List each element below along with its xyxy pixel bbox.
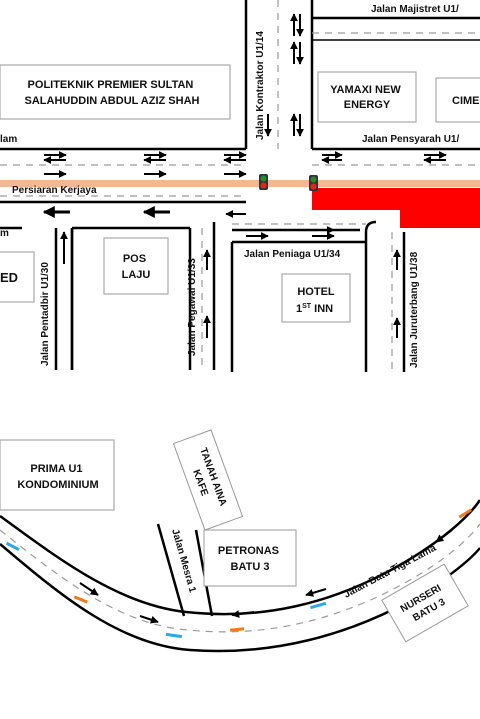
svg-text:Jalan Peniaga U1/34: Jalan Peniaga U1/34 [244,249,341,260]
highlighted-block [312,188,480,210]
svg-text:Jalan Pegawai U1/33: Jalan Pegawai U1/33 [187,258,198,356]
traffic-light-left [259,174,268,190]
highlighted-block-step [400,210,480,228]
svg-text:Jalan Majistret U1/: Jalan Majistret U1/ [371,4,459,15]
prima-u1-building [0,439,115,511]
svg-text:Jalan Mesra 1: Jalan Mesra 1 [169,528,198,595]
hotel-block: HOTEL 1ST INN Jalan Peniaga U1/34 [230,220,377,372]
svg-text:Jalan Pensyarah U1/: Jalan Pensyarah U1/ [362,134,459,145]
tanah-aina-kafe-building: TANAH AINA KAFE [172,429,244,531]
svg-text:1ST INN: 1ST INN [296,303,333,315]
svg-text:m: m [0,228,9,239]
marker-orange [229,627,245,632]
highlighted-route [0,180,480,187]
svg-text:POLITEKNIK PREMIER SULTAN: POLITEKNIK PREMIER SULTAN SALAHUDDIN ABD… [25,79,200,107]
lane-arrows [42,151,447,218]
marker-orange [73,595,88,604]
traffic-light-right [309,175,318,191]
nurseri-building: NURSERI BATU 3 [381,563,469,643]
persiaran-kerjaya-road [0,147,480,228]
cime-building [435,77,480,123]
svg-text:POS LAJU: POS LAJU [122,253,151,281]
svg-text:HOTEL: HOTEL [297,286,335,298]
svg-text:CIME: CIME [452,95,480,107]
marker-blue [5,541,20,552]
svg-text:PRIMA U1 KONDOMINIUM: PRIMA U1 KONDOMINIUM [17,463,98,491]
marker-blue [165,632,183,639]
marker-orange [458,508,472,519]
marker-blue [310,601,327,610]
pos-laju-block: POS LAJU [70,226,192,370]
svg-text:PETRONAS BATU 3: PETRONAS BATU 3 [218,545,282,573]
jalan-pentadbir-road: Jalan Pentadbir U1/30 [40,228,74,370]
svg-text:YAMAXI NEW ENERGY: YAMAXI NEW ENERGY [330,84,404,111]
svg-text:Jalan Pentadbir U1/30: Jalan Pentadbir U1/30 [40,262,51,366]
politeknik-building [0,64,231,120]
ed-block: ED [0,226,35,303]
jalan-juruterbang-road: Jalan Juruterbang U1/38 [391,232,420,372]
petronas-building [203,529,297,587]
yamaxi-building [317,71,417,123]
svg-text:ED: ED [0,270,18,285]
jalan-pegawai-road: Jalan Pegawai U1/33 [187,222,216,370]
svg-text:Jalan Juruterbang U1/38: Jalan Juruterbang U1/38 [409,251,420,368]
svg-text:lam: lam [0,134,17,145]
svg-text:Persiaran Kerjaya: Persiaran Kerjaya [12,185,97,196]
svg-text:Jalan Kontraktor U1/14: Jalan Kontraktor U1/14 [255,31,266,140]
